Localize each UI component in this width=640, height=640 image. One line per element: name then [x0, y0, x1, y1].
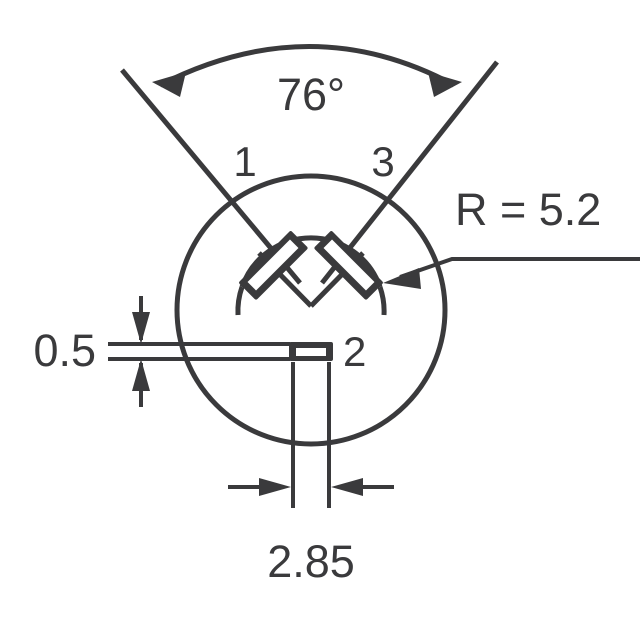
spacing-dimension-text: 2.85	[267, 536, 355, 587]
radius-dimension-text: R = 5.2	[455, 184, 601, 235]
spacing-arrowhead-right	[331, 478, 363, 496]
pin3-terminal-slot	[323, 239, 375, 291]
pin3-leader-line	[320, 60, 499, 285]
pin3-terminal	[314, 231, 383, 300]
pin1-terminal-slot	[247, 239, 299, 291]
radius-leader-arrowhead	[383, 268, 421, 289]
pin3-label: 3	[371, 138, 394, 185]
inner-radius-arc-right-tail	[377, 286, 387, 316]
thickness-arrowhead-lower	[132, 359, 150, 391]
pin2-terminal-slot	[296, 348, 326, 356]
spacing-arrowhead-left	[259, 478, 291, 496]
thickness-dimension-text: 0.5	[33, 325, 96, 376]
pin1-label: 1	[233, 138, 256, 185]
angle-dimension-arc	[158, 44, 456, 88]
pin2-terminal	[289, 342, 333, 361]
angle-arrowhead-right	[428, 72, 462, 97]
pin1-terminal	[239, 231, 308, 300]
inner-radius-arc	[239, 235, 383, 288]
pin2-label: 2	[343, 328, 366, 375]
angle-dimension-text: 76°	[277, 69, 345, 120]
thickness-arrowhead-upper	[132, 312, 150, 344]
angle-arrowhead-left	[152, 72, 186, 97]
component-body-circle	[174, 173, 448, 447]
pin1-leader-line	[120, 68, 302, 285]
inner-radius-arc-left-tail	[235, 286, 245, 316]
